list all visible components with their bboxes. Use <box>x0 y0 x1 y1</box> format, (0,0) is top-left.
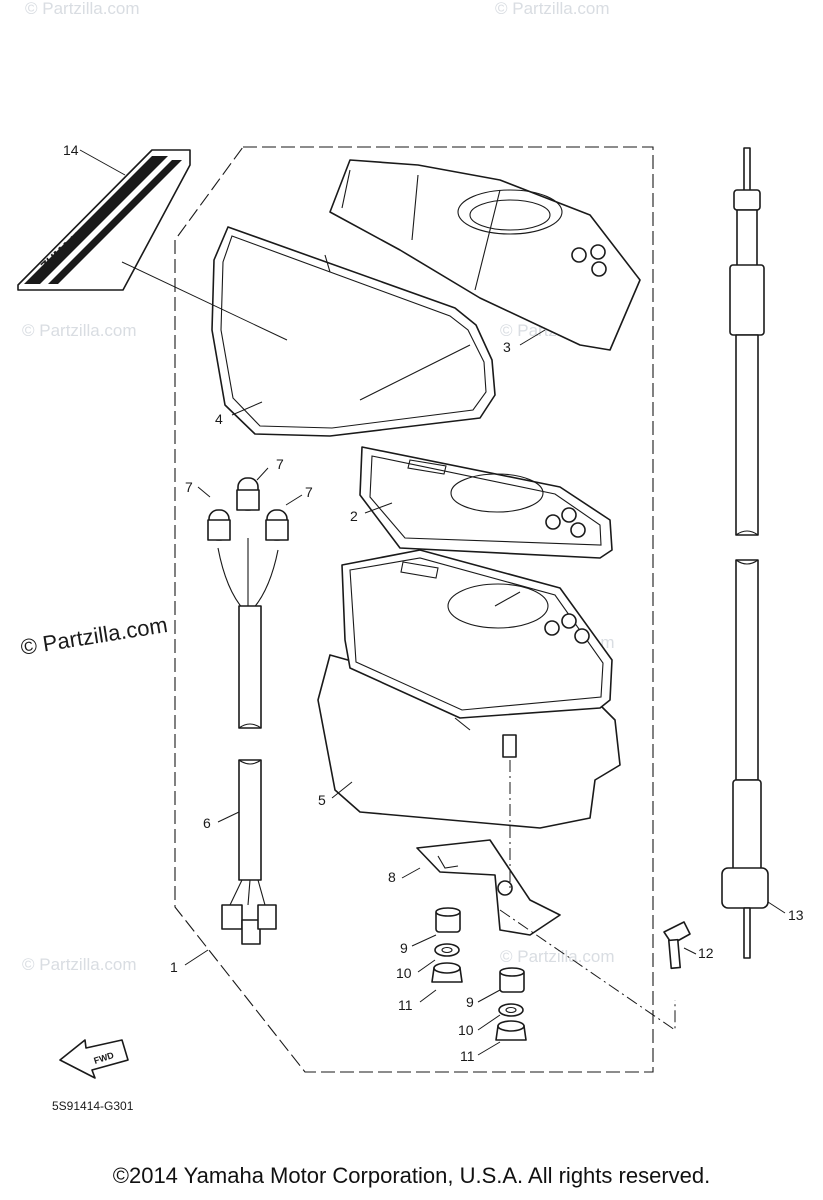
nut-part-11 <box>431 962 463 983</box>
callout-14: 14 <box>63 142 79 158</box>
callout-7: 7 <box>276 456 284 472</box>
decal-part-14: ZUMA X <box>17 149 191 291</box>
callout-7: 7 <box>305 484 313 500</box>
watermark: © Partzilla.com <box>495 0 610 18</box>
bulb-part-7c <box>265 509 289 541</box>
meter-panel-part-2 <box>359 446 613 559</box>
callout-9: 9 <box>466 994 474 1010</box>
washer-part-10 <box>434 943 460 957</box>
callout-11: 11 <box>460 1048 475 1064</box>
top-cover-part-3 <box>329 159 641 351</box>
nut-part-11 <box>495 1020 527 1041</box>
bolt-part-12 <box>663 921 691 970</box>
watermark: © Partzilla.com <box>22 955 137 974</box>
watermark: © Partzilla.com <box>500 947 615 966</box>
watermark-main: © Partzilla.com <box>19 612 169 660</box>
washer-part-10 <box>498 1003 524 1017</box>
diagram-code: 5S91414-G301 <box>52 1099 134 1113</box>
callout-8: 8 <box>388 869 396 885</box>
callout-10: 10 <box>458 1022 474 1038</box>
meter-case-part-5 <box>317 549 621 829</box>
lens-part-4 <box>211 226 496 437</box>
fwd-arrow-icon: FWD <box>59 1039 129 1079</box>
harness-part-6 <box>217 538 279 945</box>
speedometer-exploded-diagram: © Partzilla.com © Partzilla.com © Partzi… <box>17 0 804 1113</box>
watermark: © Partzilla.com <box>22 321 137 340</box>
callout-9: 9 <box>400 940 408 956</box>
watermark: © Partzilla.com <box>25 0 140 18</box>
copyright-notice: ©2014 Yamaha Motor Corporation, U.S.A. A… <box>112 1163 711 1188</box>
bracket-part-8 <box>416 839 561 936</box>
callout-6: 6 <box>203 815 211 831</box>
assembly-boundary <box>174 146 654 1073</box>
bulb-part-7a <box>207 509 231 541</box>
callout-2: 2 <box>350 508 358 524</box>
callout-12: 12 <box>698 945 714 961</box>
callout-1: 1 <box>170 959 178 975</box>
assembly-line <box>499 909 676 1031</box>
callout-7: 7 <box>185 479 193 495</box>
leader-lines <box>79 149 786 1056</box>
grommet-part-9 <box>435 907 461 933</box>
callout-3: 3 <box>503 339 511 355</box>
grommet-part-9 <box>499 967 525 993</box>
callout-4: 4 <box>215 411 223 427</box>
callout-13: 13 <box>788 907 804 923</box>
bulb-part-7b <box>236 477 260 511</box>
callout-5: 5 <box>318 792 326 808</box>
callout-10: 10 <box>396 965 412 981</box>
cable-part-13 <box>721 147 769 959</box>
callout-11: 11 <box>398 997 413 1013</box>
